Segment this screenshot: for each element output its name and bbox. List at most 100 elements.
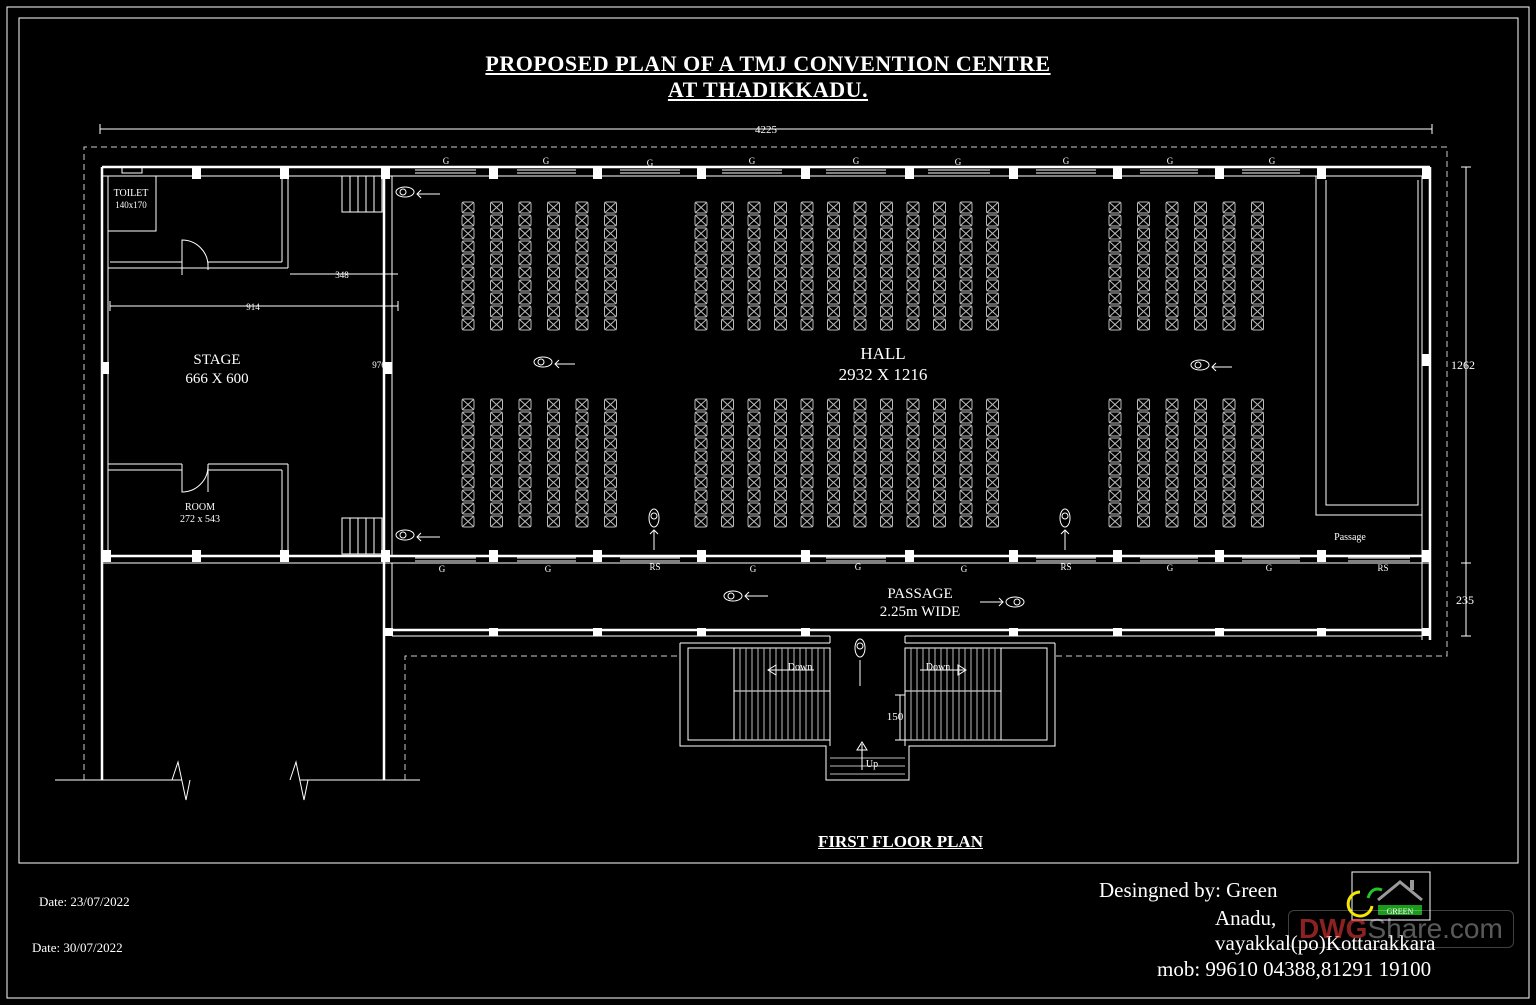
chair <box>575 253 589 266</box>
break-line-left <box>171 760 191 801</box>
chair <box>1137 437 1150 450</box>
chair <box>461 292 475 305</box>
chair <box>694 463 708 476</box>
stage-width-label: 914 <box>246 302 260 312</box>
chair <box>827 489 840 502</box>
chair <box>547 463 560 476</box>
chair <box>933 201 946 214</box>
window-label-top: G <box>955 157 962 167</box>
chair <box>880 214 893 227</box>
chair <box>461 201 475 214</box>
chair <box>959 227 973 240</box>
chair <box>880 318 893 331</box>
chair <box>906 502 920 515</box>
chair <box>880 305 893 318</box>
chair <box>747 305 761 318</box>
chair <box>1165 318 1179 331</box>
chair <box>1165 476 1179 489</box>
chair <box>490 201 503 214</box>
chair <box>853 489 867 502</box>
chair <box>906 201 920 214</box>
chair <box>800 292 814 305</box>
chair <box>1137 240 1150 253</box>
chair <box>747 450 761 463</box>
chair <box>490 253 503 266</box>
window-label-top: G <box>443 156 450 166</box>
chair <box>827 424 840 437</box>
chair <box>959 240 973 253</box>
chair <box>853 450 867 463</box>
chair <box>604 515 617 528</box>
chair <box>1165 450 1179 463</box>
chair <box>774 318 787 331</box>
chair <box>694 266 708 279</box>
green-logo: GREEN <box>1346 871 1431 921</box>
chair <box>800 305 814 318</box>
window-label-bottom: G <box>750 564 757 574</box>
chair <box>800 463 814 476</box>
person-symbol <box>1059 508 1071 550</box>
chair <box>906 411 920 424</box>
chair <box>906 398 920 411</box>
chair <box>547 201 560 214</box>
sheet-outer-border <box>6 6 1530 999</box>
chair <box>1137 227 1150 240</box>
chair <box>986 253 999 266</box>
chair <box>1137 502 1150 515</box>
chair <box>827 437 840 450</box>
chair <box>604 437 617 450</box>
chair <box>933 502 946 515</box>
chair <box>1251 318 1264 331</box>
window-label-bottom: G <box>1167 563 1174 573</box>
chair <box>906 292 920 305</box>
chair <box>518 214 532 227</box>
chair <box>986 515 999 528</box>
chair <box>774 437 787 450</box>
chair <box>1108 240 1122 253</box>
chair <box>1194 240 1207 253</box>
chair <box>774 515 787 528</box>
chair <box>604 266 617 279</box>
chair <box>827 292 840 305</box>
chair <box>547 214 560 227</box>
chair <box>1194 437 1207 450</box>
hall-size: 2932 X 1216 <box>839 365 928 384</box>
window-label-top: G <box>853 156 860 166</box>
chair <box>774 240 787 253</box>
chair <box>1194 279 1207 292</box>
chair <box>461 502 475 515</box>
chair <box>827 227 840 240</box>
chair <box>933 411 946 424</box>
chair <box>1194 253 1207 266</box>
chair <box>959 253 973 266</box>
chair <box>880 240 893 253</box>
chair <box>747 279 761 292</box>
chair <box>547 292 560 305</box>
chair <box>694 502 708 515</box>
designer-line4: mob: 99610 04388,81291 19100 <box>1157 957 1432 981</box>
chair <box>986 318 999 331</box>
chair <box>959 515 973 528</box>
side-passage-label: Passage <box>1334 532 1366 543</box>
chair <box>800 214 814 227</box>
chair <box>1251 305 1264 318</box>
chair <box>959 476 973 489</box>
plan-title-line2: AT THADIKKADU. <box>667 77 869 102</box>
chair <box>604 279 617 292</box>
chair <box>933 489 946 502</box>
chair <box>721 411 734 424</box>
chair <box>1108 398 1122 411</box>
chair <box>933 240 946 253</box>
chair <box>1165 214 1179 227</box>
chair <box>906 253 920 266</box>
chair <box>1137 305 1150 318</box>
chair <box>986 240 999 253</box>
chair <box>774 266 787 279</box>
chair <box>800 266 814 279</box>
window-label-bottom: RS <box>1060 562 1071 572</box>
chair <box>933 279 946 292</box>
chair <box>1194 214 1207 227</box>
chair <box>518 266 532 279</box>
chair <box>853 463 867 476</box>
chair <box>1108 463 1122 476</box>
